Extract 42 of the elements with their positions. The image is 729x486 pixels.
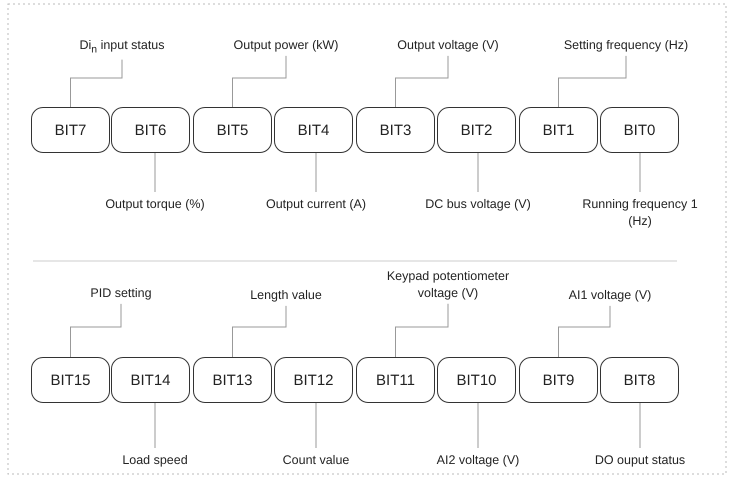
field-label: Setting frequency (Hz) [541,37,711,54]
bit-box: BIT3 [356,107,435,153]
leader-line [70,59,122,108]
field-label: Keypad potentiometer voltage (V) [383,268,513,302]
bit-box: BIT10 [437,357,516,403]
bit-box: BIT0 [600,107,679,153]
field-label: AI1 voltage (V) [545,287,675,304]
leader-line [558,55,626,108]
leader-line [154,152,156,192]
field-label: DO ouput status [570,452,710,469]
bit-box: BIT12 [274,357,353,403]
leader-line [70,303,122,358]
leader-line [395,55,448,108]
field-label: Output torque (%) [85,196,225,213]
bit-box: BIT4 [274,107,353,153]
field-label: Count value [246,452,386,469]
field-label: PID setting [56,285,186,302]
bit-box: BIT1 [519,107,598,153]
bit-box: BIT8 [600,357,679,403]
leader-line [232,55,286,108]
bit-box: BIT2 [437,107,516,153]
leader-line [395,303,448,358]
field-label: Output power (kW) [211,37,361,54]
field-label: Output voltage (V) [373,37,523,54]
bit-box: BIT14 [111,357,190,403]
field-label: DC bus voltage (V) [408,196,548,213]
bit-box: BIT15 [31,357,110,403]
field-label: Load speed [85,452,225,469]
bit-box: BIT9 [519,357,598,403]
field-label: AI2 voltage (V) [408,452,548,469]
bit-box: BIT6 [111,107,190,153]
field-label: Di$_{n}$ input status [47,37,197,58]
field-label: Output current (A) [246,196,386,213]
leader-line [232,305,286,358]
field-label: Length value [221,287,351,304]
bit-box: BIT7 [31,107,110,153]
bit-box: BIT13 [193,357,272,403]
leader-line [558,305,610,358]
leader-line [154,402,156,448]
field-label: Running frequency 1 (Hz) [570,196,710,230]
bit-box: BIT11 [356,357,435,403]
bit-box: BIT5 [193,107,272,153]
